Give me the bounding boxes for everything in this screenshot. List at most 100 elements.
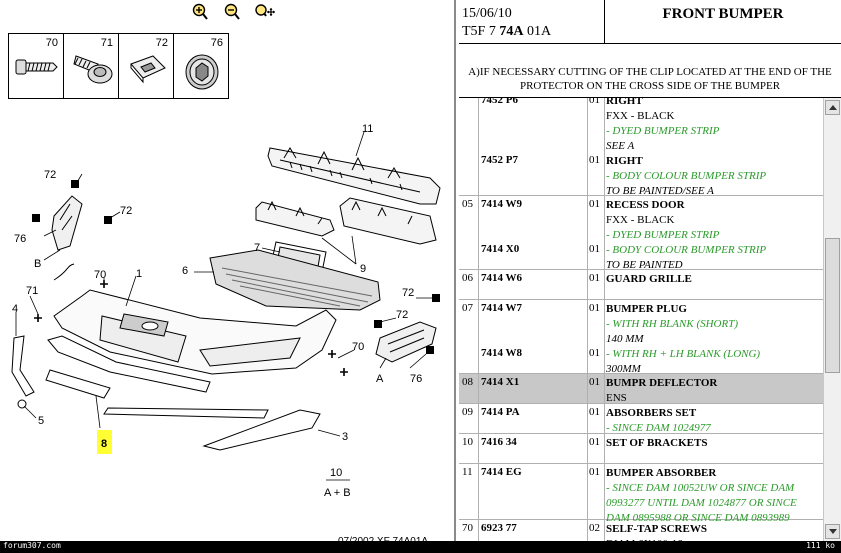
group-number: 11 [462, 466, 473, 478]
quantity: 01 [589, 406, 600, 418]
group-number: 05 [462, 198, 473, 210]
quantity: 01 [589, 154, 600, 166]
description-line: - DYED BUMPER STRIP [606, 125, 720, 137]
scroll-up-button[interactable] [825, 100, 840, 115]
reference-number: 6923 77 [481, 522, 517, 534]
legend-item-76[interactable]: 76 [173, 33, 229, 99]
zoom-out-icon[interactable] [222, 3, 244, 21]
leader-lines [15, 131, 434, 481]
zoom-in-icon[interactable] [190, 3, 212, 21]
scrollbar-thumb[interactable] [825, 238, 840, 373]
reference-number: 7414 W9 [481, 198, 523, 210]
diagram-pane: 70 71 72 76 [8, 0, 456, 553]
fasteners-legend: 70 71 72 76 [8, 33, 232, 99]
reference-number: 7414 X0 [481, 243, 520, 255]
callout-70[interactable]: 70 [94, 269, 106, 281]
callout-11[interactable]: 11 [362, 123, 373, 135]
page-title: FRONT BUMPER [662, 6, 784, 22]
grommet-icon [185, 54, 219, 90]
bumper-deflector-part[interactable] [45, 335, 269, 419]
description-cell: BUMPER PLUG- WITH RH BLANK (SHORT)140 MM… [606, 302, 760, 377]
bracket-set-part[interactable] [255, 197, 437, 245]
quantity: 01 [589, 198, 600, 210]
description-line: - SINCE DAM 10052UW OR SINCE DAM [606, 482, 795, 494]
description-line: TO BE PAINTED [606, 259, 683, 271]
quantity: 01 [589, 466, 600, 478]
callout-8[interactable]: 8 [101, 438, 107, 450]
side-strip-part[interactable] [11, 335, 35, 409]
callout-10[interactable]: 10 [330, 467, 342, 479]
callout-A[interactable]: A [376, 373, 384, 385]
callout-1[interactable]: 1 [136, 268, 142, 280]
status-bar: forum307.com 111 ko [0, 541, 841, 553]
table-row[interactable]: 70 6923 77 02 SELF-TAP SCREWSDIAM 6X100-16 [459, 520, 823, 541]
callout-a-plus-b[interactable]: A + B [324, 487, 351, 499]
zoom-pan-icon[interactable] [254, 3, 276, 21]
description-cell: SET OF BRACKETS [606, 436, 707, 451]
callout-6[interactable]: 6 [182, 265, 188, 277]
description-line: DAM 0895988 OR SINCE DAM 0893989 [606, 512, 790, 524]
callout-70[interactable]: 70 [352, 341, 364, 353]
reference-number: 7452 P7 [481, 154, 518, 166]
left-bracket-part[interactable] [51, 195, 83, 281]
group-number: 07 [462, 302, 473, 314]
callout-8-highlight [97, 430, 112, 454]
description-cell: SELF-TAP SCREWSDIAM 6X100-16 [606, 522, 707, 541]
description-line: TO BE PAINTED/SEE A [606, 185, 714, 197]
group-number: 10 [462, 436, 473, 448]
scroll-down-button[interactable] [825, 524, 840, 539]
guard-grille-part[interactable] [209, 249, 381, 311]
description-line: ENS [606, 392, 627, 404]
callout-76[interactable]: 76 [410, 373, 422, 385]
arrow-down-icon [829, 529, 837, 534]
callout-72[interactable]: 72 [120, 205, 132, 217]
callout-7[interactable]: 7 [254, 242, 260, 254]
callout-71[interactable]: 71 [26, 285, 38, 297]
legend-item-71[interactable]: 71 [63, 33, 119, 99]
bumper-absorber-part[interactable] [267, 147, 441, 205]
description-line: - DYED BUMPER STRIP [606, 229, 720, 241]
vertical-scrollbar[interactable] [823, 98, 841, 541]
code-suffix: 01A [523, 24, 552, 39]
quantity: 01 [589, 272, 600, 284]
callout-76[interactable]: 76 [14, 233, 26, 245]
table-row[interactable]: 06 7414 W6 01 GUARD GRILLE [459, 270, 823, 300]
callout-3[interactable]: 3 [342, 431, 348, 443]
callout-4[interactable]: 4 [12, 303, 18, 315]
callout-72[interactable]: 72 [402, 287, 414, 299]
description-cell: GUARD GRILLE [606, 272, 692, 287]
front-bumper-cover-part[interactable] [53, 289, 337, 375]
group-number: 06 [462, 272, 473, 284]
code-prefix: T5F 7 [462, 24, 500, 39]
lower-bumper-strip-part[interactable] [202, 409, 321, 451]
callout-B[interactable]: B [34, 258, 41, 270]
group-number: 70 [462, 522, 473, 534]
legend-item-72[interactable]: 72 [118, 33, 174, 99]
quantity: 02 [589, 522, 600, 534]
callout-5[interactable]: 5 [38, 415, 44, 427]
quantity: 01 [589, 436, 600, 448]
legend-item-70[interactable]: 70 [8, 33, 64, 99]
description-line: BUMPR DEFLECTOR [606, 377, 718, 389]
description-line: FXX - BLACK [606, 110, 675, 122]
reference-number: 7414 W6 [481, 272, 523, 284]
right-bracket-part[interactable] [375, 321, 437, 363]
reference-number: 7414 PA [481, 406, 520, 418]
legend-number: 71 [100, 37, 113, 49]
description-line: BUMPER PLUG [606, 303, 687, 315]
callout-72[interactable]: 72 [396, 309, 408, 321]
callout-9[interactable]: 9 [360, 263, 366, 275]
callout-72[interactable]: 72 [44, 169, 56, 181]
description-line: RIGHT [606, 98, 643, 107]
arrow-up-icon [829, 105, 837, 110]
description-line: SEE A [606, 140, 635, 152]
screw-icon [15, 59, 58, 75]
cutting-note: A)IF NECESSARY CUTTING OF THE CLIP LOCAT… [459, 44, 841, 98]
